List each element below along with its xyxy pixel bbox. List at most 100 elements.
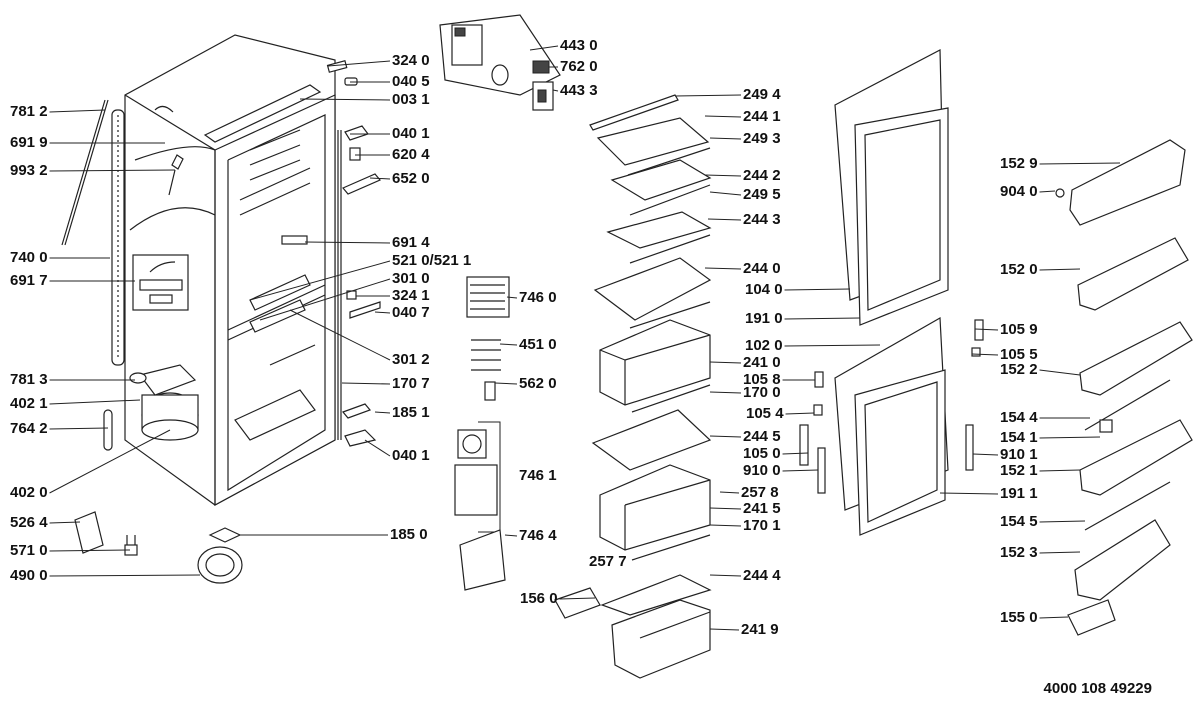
leader-line [704, 174, 742, 177]
leader-line [784, 344, 881, 347]
part-label: 249 3 [743, 130, 781, 147]
leader-line [971, 353, 999, 356]
evaporator [454, 276, 510, 591]
part-label: 301 2 [392, 351, 430, 368]
leader-line [49, 109, 106, 113]
leader-line [327, 60, 391, 67]
leader-line [1039, 268, 1081, 271]
part-label: 526 4 [10, 514, 48, 531]
part-label: 104 0 [745, 281, 783, 298]
part-label: 003 1 [392, 91, 430, 108]
freezer-door [834, 316, 949, 536]
leader-line [709, 574, 742, 577]
leader-line [499, 343, 518, 346]
leader-line [1039, 551, 1081, 554]
part-label: 244 4 [743, 567, 781, 584]
part-label: 691 9 [10, 134, 48, 151]
leader-line [49, 169, 176, 172]
part-label: 691 4 [392, 234, 430, 251]
leader-line [1039, 436, 1101, 439]
part-label: 904 0 [1000, 183, 1038, 200]
part-label: 402 0 [10, 484, 48, 501]
leader-line [49, 549, 131, 552]
part-label: 170 1 [743, 517, 781, 534]
leader-line [552, 89, 559, 92]
part-label: 185 0 [390, 526, 428, 543]
freezer-drawers [554, 319, 711, 679]
part-label: 241 9 [741, 621, 779, 638]
part-label: 154 1 [1000, 429, 1038, 446]
part-label: 040 1 [392, 125, 430, 142]
part-label: 244 0 [743, 260, 781, 277]
part-label: 620 4 [392, 146, 430, 163]
part-label: 156 0 [520, 590, 558, 607]
leader-line [674, 94, 742, 97]
part-label: 155 0 [1000, 609, 1038, 626]
part-label: 191 0 [745, 310, 783, 327]
part-label: 244 2 [743, 167, 781, 184]
part-label: 324 1 [392, 287, 430, 304]
cabinet-body [124, 34, 336, 507]
leader-line [972, 453, 999, 456]
leader-line [1039, 469, 1081, 472]
leader-line [785, 412, 815, 415]
leader-line [506, 296, 518, 299]
leader-line [49, 427, 109, 430]
leader-line [1039, 520, 1086, 523]
part-label: 105 0 [743, 445, 781, 462]
leader-line [784, 288, 851, 291]
part-label: 571 0 [10, 542, 48, 559]
part-label: 244 1 [743, 108, 781, 125]
part-label: 244 3 [743, 211, 781, 228]
leader-line [1039, 190, 1056, 193]
leader-line [1039, 616, 1069, 619]
part-label: 451 0 [519, 336, 557, 353]
part-label: 993 2 [10, 162, 48, 179]
leader-line [504, 534, 518, 537]
part-label: 746 1 [519, 467, 557, 484]
part-label: 152 9 [1000, 155, 1038, 172]
leader-line [707, 218, 742, 221]
part-label: 154 5 [1000, 513, 1038, 530]
part-label: 154 4 [1000, 409, 1038, 426]
part-label: 105 8 [743, 371, 781, 388]
leader-line [369, 177, 391, 180]
compressor [103, 364, 199, 451]
part-label: 443 3 [560, 82, 598, 99]
part-label: 170 0 [743, 384, 781, 401]
part-label: 910 1 [1000, 446, 1038, 463]
part-label: 746 0 [519, 289, 557, 306]
leader-line [709, 137, 742, 140]
part-label: 764 2 [10, 420, 48, 437]
leader-line [709, 391, 742, 394]
part-label: 105 4 [746, 405, 784, 422]
leader-line [709, 524, 742, 527]
leader-line [49, 574, 201, 577]
reference-number: 4000 108 49229 [1043, 680, 1152, 697]
leader-line [529, 45, 559, 51]
part-label: 040 7 [392, 304, 430, 321]
part-label: 102 0 [745, 337, 783, 354]
leader-line [49, 399, 141, 405]
leader-line [939, 492, 999, 495]
leader-line [49, 429, 171, 494]
part-label: 521 0/521 1 [392, 252, 472, 269]
part-label: 249 5 [743, 186, 781, 203]
leader-line [374, 411, 391, 414]
leader-line [709, 435, 742, 438]
leader-line [249, 260, 391, 301]
leader-line [719, 491, 740, 494]
part-label: 257 8 [741, 484, 779, 501]
part-label: 652 0 [392, 170, 430, 187]
part-label: 152 2 [1000, 361, 1038, 378]
part-label: 185 1 [392, 404, 430, 421]
electrical-box [132, 254, 189, 311]
part-label: 691 7 [10, 272, 48, 289]
part-label: 152 3 [1000, 544, 1038, 561]
leader-line [709, 507, 742, 510]
thermostat-group [439, 14, 561, 111]
leader-line [709, 361, 742, 364]
part-label: 241 5 [743, 500, 781, 517]
